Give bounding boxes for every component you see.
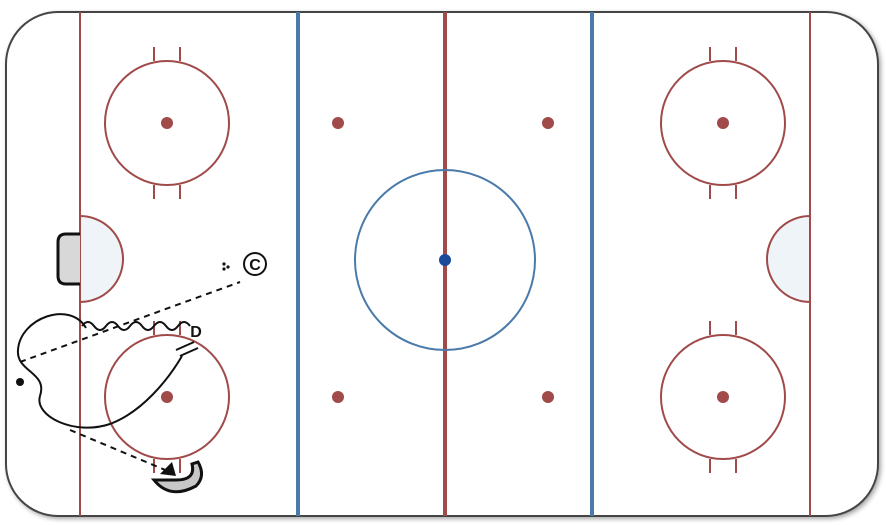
- neutral-zone-dot: [542, 117, 554, 129]
- stop-icon: [179, 347, 199, 357]
- left-goal-net: [56, 232, 80, 286]
- faceoff-circle-ring: [660, 334, 786, 460]
- pass-line-to-pylon: [69, 429, 171, 473]
- center-faceoff-dot: [439, 254, 451, 266]
- left-top-faceoff-circle: [104, 47, 230, 199]
- faceoff-circle-ring: [104, 334, 230, 460]
- cone-tip-icon: [160, 462, 176, 476]
- faceoff-dot: [161, 117, 173, 129]
- small-dot: [226, 265, 230, 269]
- faceoff-circle-ring: [660, 60, 786, 186]
- coach-marker: C: [222, 252, 267, 276]
- cone-icon: [150, 460, 203, 494]
- faceoff-dot: [161, 391, 173, 403]
- faceoff-dot: [717, 391, 729, 403]
- neutral-zone-dot: [542, 391, 554, 403]
- neutral-zone-dot: [332, 391, 344, 403]
- faceoff-circle-ring: [104, 60, 230, 186]
- coach-label: C: [249, 257, 261, 274]
- right-goal-crease: [766, 214, 811, 304]
- letter-d-icon: D: [190, 324, 202, 341]
- right-top-faceoff-circle: [660, 47, 786, 199]
- skating-path: [16, 313, 183, 429]
- right-bottom-faceoff-circle: [660, 321, 786, 473]
- puck-dot-icon: [16, 378, 24, 386]
- stop-icon: [175, 341, 195, 351]
- circled-c-icon: [243, 252, 267, 276]
- center-faceoff-circle: [354, 169, 536, 351]
- neutral-zone-dot: [332, 117, 344, 129]
- puck-carry-wavy-line: [81, 321, 191, 331]
- small-dot: [222, 262, 226, 266]
- small-dot: [222, 267, 226, 271]
- left-goal-crease: [79, 214, 124, 304]
- faceoff-dot: [717, 117, 729, 129]
